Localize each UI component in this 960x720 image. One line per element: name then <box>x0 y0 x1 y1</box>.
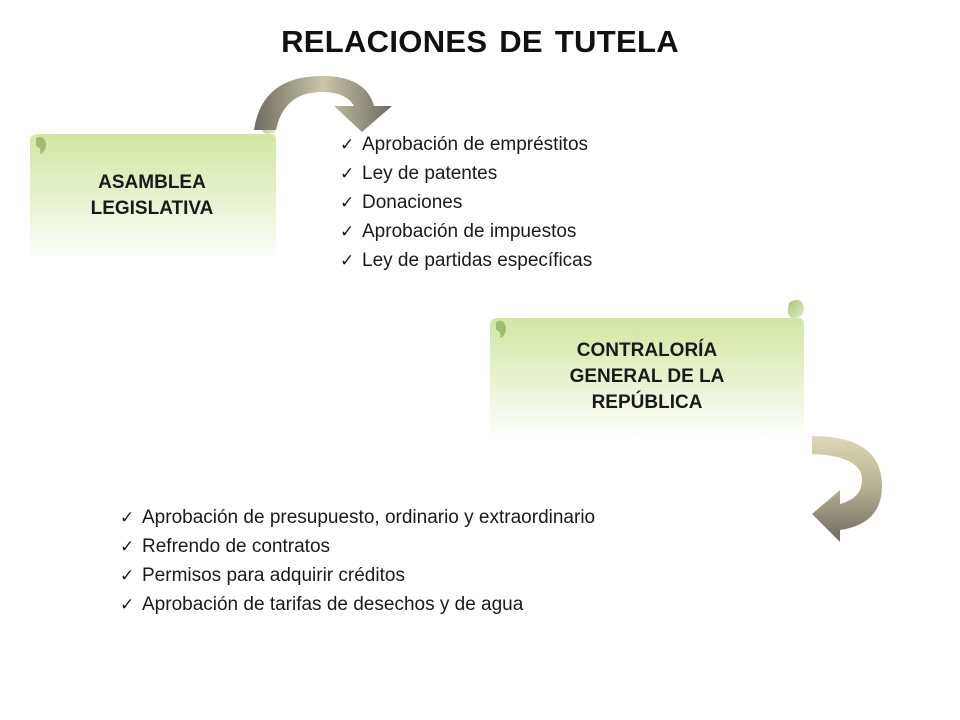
list-item: ✓Ley de partidas específicas <box>340 246 592 275</box>
list-item: ✓Aprobación de tarifas de desechos y de … <box>120 590 595 619</box>
scroll-shape <box>490 300 804 438</box>
tutela-list-contraloria: ✓Aprobación de presupuesto, ordinario y … <box>120 503 595 619</box>
list-item: ✓Permisos para adquirir créditos <box>120 561 595 590</box>
check-mark-icon: ✓ <box>340 251 355 270</box>
curved-arrow-icon <box>812 436 882 542</box>
scroll-label-contraloria: CONTRALORÍA GENERAL DE LA REPÚBLICA <box>569 340 725 413</box>
page-title: RELACIONES DE TUTELA <box>281 24 679 59</box>
check-mark-icon: ✓ <box>120 595 135 614</box>
check-mark-icon: ✓ <box>120 537 135 556</box>
list-item: ✓Aprobación de presupuesto, ordinario y … <box>120 503 595 532</box>
check-mark-icon: ✓ <box>340 193 355 212</box>
list-item: ✓Refrendo de contratos <box>120 532 595 561</box>
check-mark-icon: ✓ <box>340 135 355 154</box>
tutela-list-asamblea: ✓Aprobación de empréstitos ✓Ley de paten… <box>340 130 592 275</box>
check-mark-icon: ✓ <box>340 164 355 183</box>
scroll-box-asamblea: ASAMBLEA LEGISLATIVA <box>26 118 278 268</box>
scroll-label-asamblea: ASAMBLEA LEGISLATIVA <box>90 172 214 219</box>
curved-arrow-icon <box>254 76 392 132</box>
scroll-box-contraloria: CONTRALORÍA GENERAL DE LA REPÚBLICA <box>486 298 808 443</box>
check-mark-icon: ✓ <box>120 508 135 527</box>
list-item: ✓Ley de patentes <box>340 159 592 188</box>
list-item: ✓Aprobación de empréstitos <box>340 130 592 159</box>
list-item: ✓Aprobación de impuestos <box>340 217 592 246</box>
list-item: ✓Donaciones <box>340 188 592 217</box>
check-mark-icon: ✓ <box>340 222 355 241</box>
check-mark-icon: ✓ <box>120 566 135 585</box>
